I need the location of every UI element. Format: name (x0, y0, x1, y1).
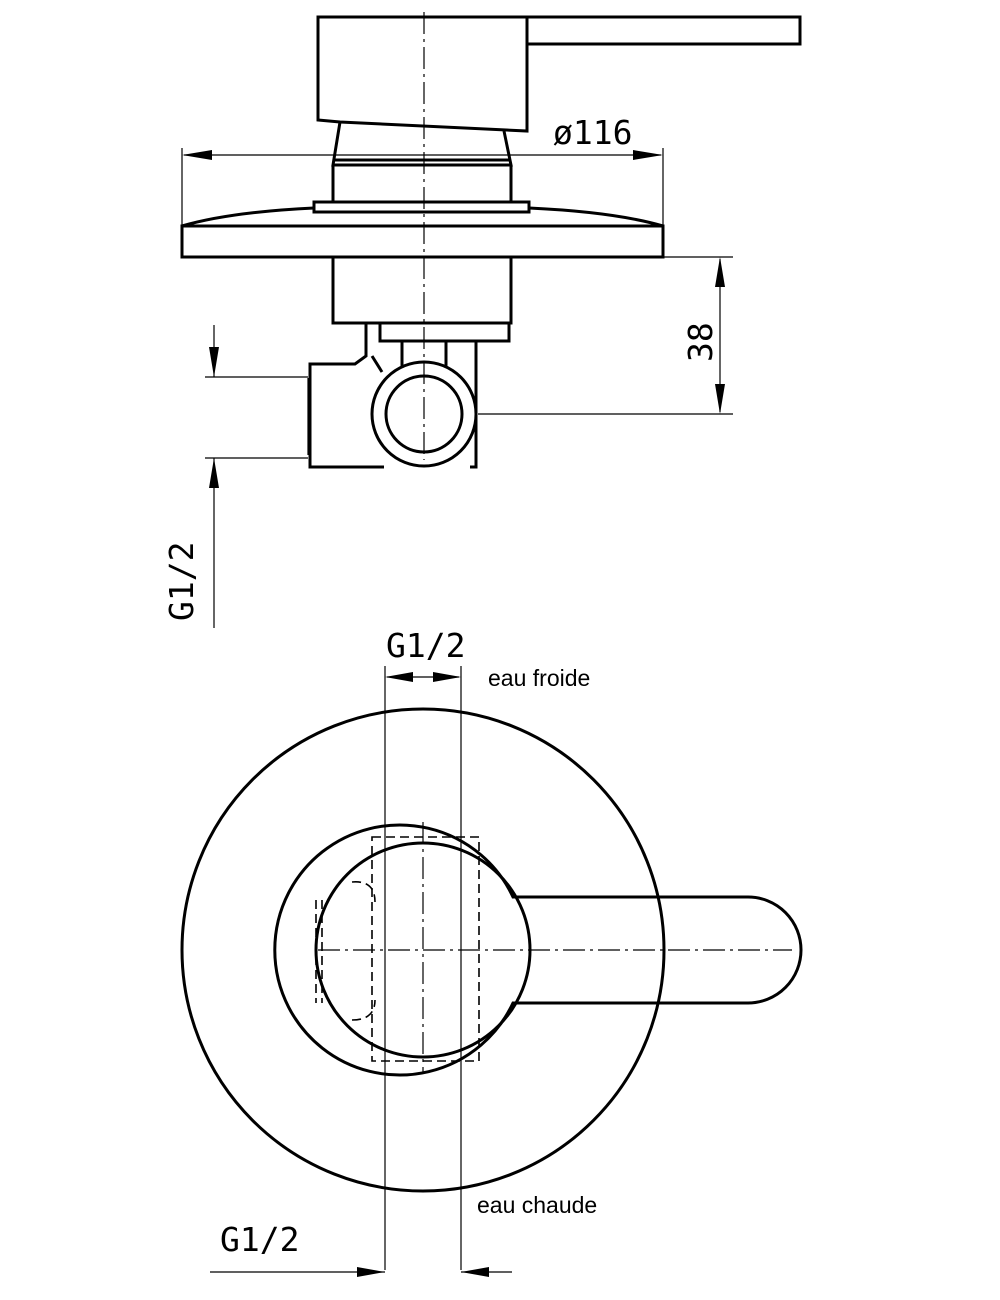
side-inlet-arrow-bottom (209, 458, 219, 488)
side-neck (331, 121, 513, 167)
side-rosette-dome (181, 206, 664, 228)
diameter-dimension: ø116 (181, 113, 664, 226)
side-inlet-dimension: G1/2 (162, 325, 308, 628)
front-hidden-body (371, 836, 480, 1062)
side-inlet-label: G1/2 (162, 542, 201, 621)
depth-arrow-bottom (715, 384, 725, 414)
top-inlet-arrow-left (385, 672, 413, 682)
side-inlet-arrow-top (209, 347, 219, 377)
side-connection-block (308, 323, 478, 469)
side-block-diag (370, 355, 384, 373)
front-hidden-left (315, 900, 323, 1003)
side-body-lower (378, 323, 511, 343)
front-view (180, 707, 803, 1193)
top-inlet-arrow-right (433, 672, 461, 682)
depth-arrow-top (715, 257, 725, 287)
front-hidden-arc-bottom (351, 999, 376, 1021)
side-body (331, 257, 513, 325)
diameter-label: ø116 (553, 113, 632, 152)
depth-label: 38 (681, 322, 720, 362)
depth-dimension: 38 (478, 256, 733, 415)
side-sleeve-collar (312, 200, 531, 214)
side-rosette-plate (180, 224, 665, 259)
cold-water-label: eau froide (488, 665, 590, 691)
bottom-inlet-arrow-right (461, 1267, 489, 1277)
front-hidden-arc-top (351, 881, 376, 903)
side-sleeve (331, 165, 513, 202)
bottom-inlet-dimension: G1/2 (210, 1220, 512, 1277)
dim-arrow-right (633, 150, 663, 160)
dim-arrow-left (182, 150, 212, 160)
hot-water-label: eau chaude (477, 1192, 597, 1218)
top-inlet-dimension: G1/2 (384, 626, 465, 1270)
bottom-inlet-arrow-left (357, 1267, 385, 1277)
bottom-inlet-label: G1/2 (220, 1220, 299, 1259)
top-inlet-label: G1/2 (386, 626, 465, 665)
front-rosette (180, 707, 666, 1193)
side-lever-handle (316, 15, 802, 133)
side-view (180, 12, 802, 469)
